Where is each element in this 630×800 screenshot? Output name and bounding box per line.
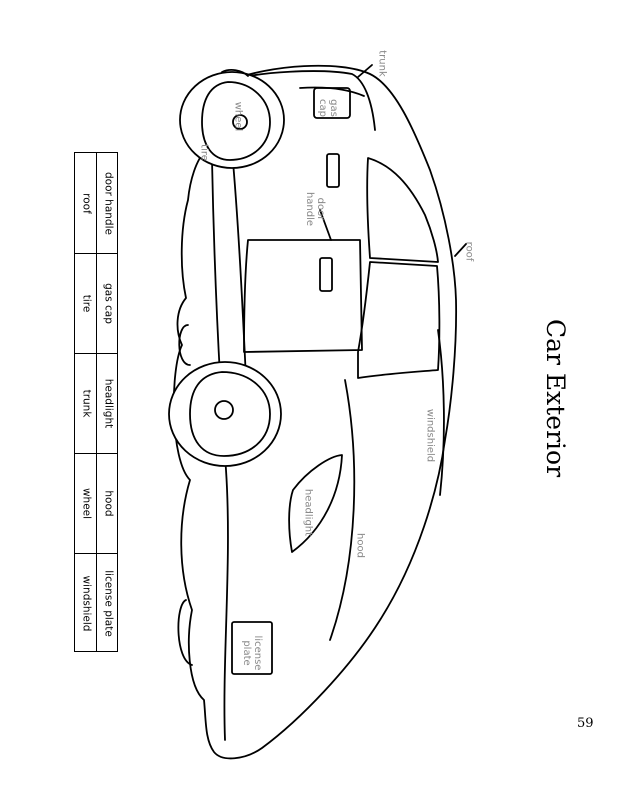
label-hood-text: hood — [354, 533, 366, 558]
gas-cap-box — [313, 87, 351, 119]
label-windshield-text: windshield — [424, 408, 436, 463]
label-headlight: headlight — [303, 483, 314, 543]
front-wheel — [189, 371, 271, 457]
label-roof-text: roof — [463, 241, 475, 262]
label-license-plate-line1: license — [252, 635, 263, 671]
windshield-outline — [437, 329, 445, 496]
hood-crease — [329, 379, 356, 641]
word-bank-column-1: door handle gas cap headlight hood licen… — [96, 153, 118, 651]
door-handle-front — [319, 257, 333, 292]
word-bank-cell: trunk — [75, 353, 96, 453]
front-tire — [168, 361, 282, 467]
label-gas-cap: gas cap — [317, 88, 339, 128]
page-number: 59 — [577, 716, 594, 731]
word-bank-cell: windshield — [75, 553, 96, 653]
label-trunk-text: trunk — [376, 50, 388, 77]
word-bank-cell: tire — [75, 253, 96, 353]
label-license-plate: license plate — [241, 623, 263, 683]
label-door-handle-line2: handle — [304, 191, 315, 227]
rear-wheel — [201, 81, 271, 161]
word-bank-table: door handle gas cap headlight hood licen… — [74, 152, 118, 652]
trunk-edge — [231, 70, 376, 131]
rear-side-window — [243, 239, 363, 353]
word-bank-cell: wheel — [75, 453, 96, 553]
word-bank-cell: headlight — [97, 353, 118, 453]
label-roof: roof — [464, 237, 475, 267]
car-side-line — [211, 159, 229, 741]
label-door-handle-line1: door — [315, 197, 326, 221]
label-hood: hood — [355, 526, 366, 566]
headlight-shape — [288, 454, 343, 553]
label-wheel: wheel — [233, 97, 244, 137]
word-bank-cell: hood — [97, 453, 118, 553]
label-tire-text: tire — [198, 144, 210, 161]
trunk-line — [299, 86, 365, 97]
label-gas-cap-line2: cap — [317, 99, 328, 117]
rear-window — [366, 157, 439, 263]
label-door-handle: door handle — [304, 184, 326, 234]
label-wheel-text: wheel — [232, 101, 244, 132]
license-plate-box — [231, 621, 273, 675]
car-body-outline — [172, 64, 458, 760]
door-handle-rear — [326, 153, 340, 188]
word-bank-cell: license plate — [97, 553, 118, 653]
word-bank-cell: roof — [80, 192, 92, 214]
word-bank-cell: door handle — [102, 171, 114, 235]
label-license-plate-line2: plate — [241, 640, 252, 666]
word-bank-column-2: roof tire trunk wheel windshield — [75, 153, 96, 651]
label-tire: tire — [199, 138, 210, 168]
front-hub — [214, 400, 234, 420]
page-title: Car Exterior — [541, 318, 570, 478]
rear-hub — [232, 114, 248, 130]
label-gas-cap-line1: gas — [328, 99, 339, 117]
label-headlight-text: headlight — [302, 488, 314, 537]
label-trunk: trunk — [377, 44, 388, 84]
front-side-window — [357, 261, 441, 379]
word-bank-cell: gas cap — [97, 253, 118, 353]
label-windshield: windshield — [425, 396, 436, 476]
